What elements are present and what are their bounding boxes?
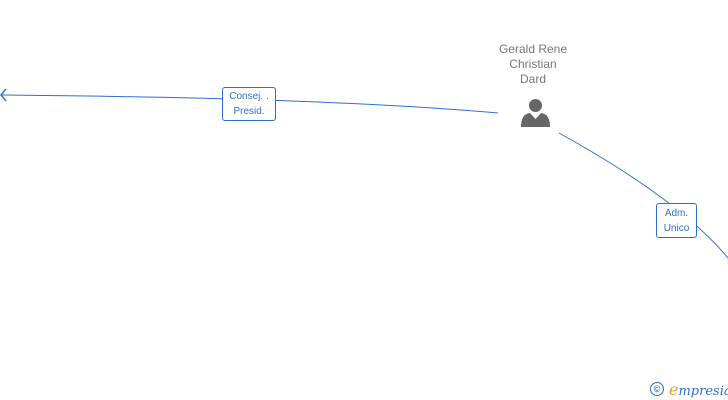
role-2-line-1: Adm.: [664, 208, 689, 219]
role-box-consej-presid[interactable]: Consej. . Presid.: [222, 87, 276, 121]
copyright-icon: ©: [650, 382, 664, 396]
role-2-line-2: Unico: [663, 223, 690, 234]
brand-logo: empresia: [669, 380, 728, 399]
person-name-line-3: Dard: [519, 72, 546, 86]
person-name-line-2: Christian: [509, 57, 557, 71]
edge-to-right-company: [558, 132, 728, 259]
brand-initial: e: [669, 379, 679, 399]
role-1-line-1: Consej. .: [229, 91, 269, 102]
edge-to-left-company: [1, 94, 499, 114]
role-box-adm-unico[interactable]: Adm. Unico: [656, 203, 697, 238]
person-icon[interactable]: [519, 98, 552, 128]
brand-rest: mpresia: [678, 383, 728, 399]
person-name[interactable]: Gerald Rene Christian Dard: [478, 42, 588, 87]
empresia-brand: © empresia: [650, 379, 728, 399]
role-1-line-2: Presid.: [233, 106, 265, 117]
person-name-line-1: Gerald Rene: [498, 42, 568, 56]
arrow-head-left: [0, 88, 7, 102]
